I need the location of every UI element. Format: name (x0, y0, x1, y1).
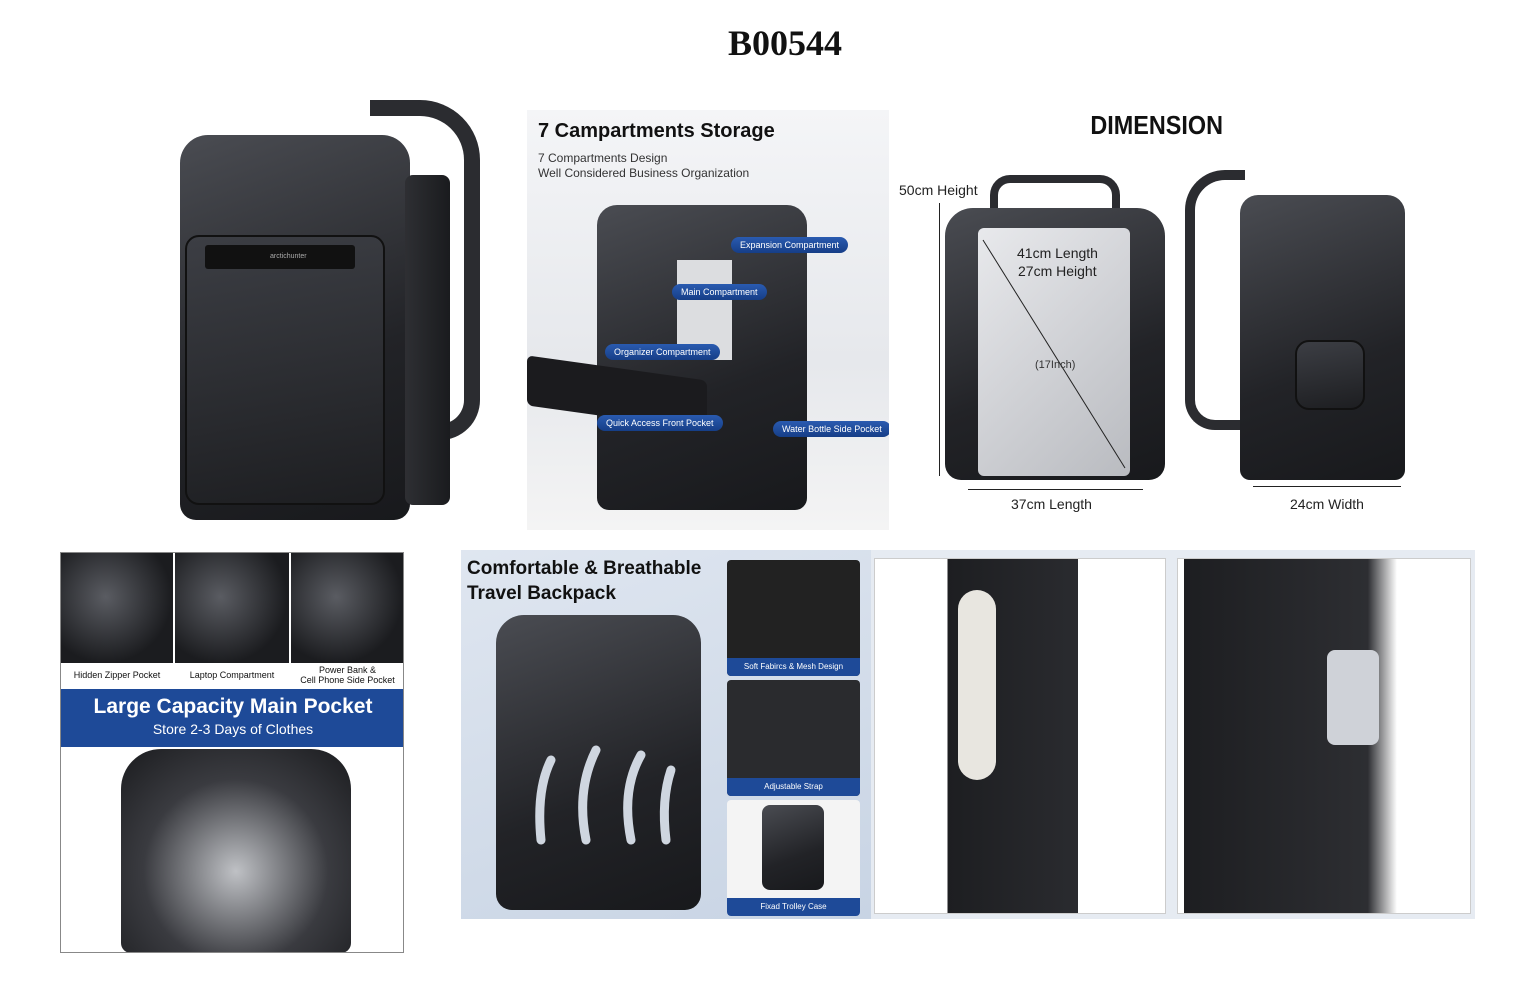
banner-subtitle: Store 2-3 Days of Clothes (152, 721, 314, 737)
tile-caption: Soft Fabircs & Mesh Design (727, 658, 860, 676)
tile-adjustable-strap: Adjustable Strap (727, 680, 860, 796)
caption-hidden-pocket: Hidden Zipper Pocket (73, 670, 161, 680)
phone (1327, 650, 1379, 745)
laptop-size-label: (17Inch) (1035, 359, 1076, 371)
comfort-heading-2: Travel Backpack (467, 583, 616, 604)
tile-caption: Adjustable Strap (727, 778, 860, 796)
capacity-banner: Large Capacity Main Pocket Store 2-3 Day… (61, 689, 403, 747)
width-label: 24cm Width (1290, 496, 1364, 512)
brand-strip: arctichunter (205, 245, 355, 269)
label-expansion: Expansion Compartment (731, 237, 849, 253)
height-line (939, 203, 940, 476)
storage-panel: 7 Campartments Storage 7 Compartments De… (527, 110, 889, 530)
caption-laptop: Laptop Compartment (189, 670, 275, 680)
label-quick-access: Quick Access Front Pocket (597, 415, 723, 431)
airflow-arrows-icon (535, 745, 676, 845)
main-pocket-photo (121, 749, 351, 952)
laptop-height-label: 27cm Height (1018, 263, 1097, 279)
trolley-backpack (762, 805, 824, 890)
comfort-heading-1: Comfortable & Breathable (467, 558, 702, 579)
label-organizer: Organizer Compartment (605, 344, 720, 360)
features-left: Hidden Zipper Pocket Laptop Compartment … (60, 552, 404, 953)
backpack-back-view (496, 615, 701, 910)
banner-title: Large Capacity Main Pocket (93, 695, 373, 718)
storage-line-1: 7 Compartments Design (538, 151, 668, 165)
phone-pocket-photo (1177, 558, 1471, 914)
length-label: 37cm Length (1011, 496, 1092, 512)
laptop-length-label: 41cm Length (1017, 245, 1098, 261)
dimension-panel: DIMENSION 50cm Height 41cm Length 27cm H… (895, 100, 1415, 525)
width-line (1253, 486, 1401, 487)
length-line (968, 489, 1143, 490)
thumb-hidden-pocket (61, 553, 173, 663)
thumb-laptop (175, 553, 289, 663)
side-strap (1185, 170, 1245, 430)
tile-trolley: Fixad Trolley Case (727, 800, 860, 916)
dimension-heading: DIMENSION (1090, 110, 1223, 140)
umbrella (958, 590, 996, 780)
side-pocket (1295, 340, 1365, 410)
storage-line-2: Well Considered Business Organization (538, 166, 750, 180)
label-water-bottle: Water Bottle Side Pocket (773, 421, 889, 437)
laptop-inside (677, 260, 732, 360)
side-panel (405, 175, 450, 505)
backpack-side (1240, 195, 1405, 480)
product-code-title: B00544 (727, 23, 842, 63)
main-product-image: arctichunter (160, 95, 505, 527)
umbrella-pocket-photo (874, 558, 1166, 914)
backpack-handle (990, 175, 1120, 215)
tile-caption: Fixad Trolley Case (727, 898, 860, 916)
height-label: 50cm Height (899, 182, 978, 198)
tile-soft-fabrics: Soft Fabircs & Mesh Design (727, 560, 860, 676)
storage-heading: 7 Campartments Storage (538, 120, 775, 142)
diagonal-line (982, 239, 1126, 469)
thumb-power-bank (291, 553, 403, 663)
features-right: Comfortable & Breathable Travel Backpack… (461, 550, 1475, 919)
thumb-strip-bg (61, 663, 403, 689)
front-pocket (185, 235, 385, 505)
caption-power-bank: Power Bank & Cell Phone Side Pocket (300, 665, 395, 685)
label-main: Main Compartment (672, 284, 767, 300)
